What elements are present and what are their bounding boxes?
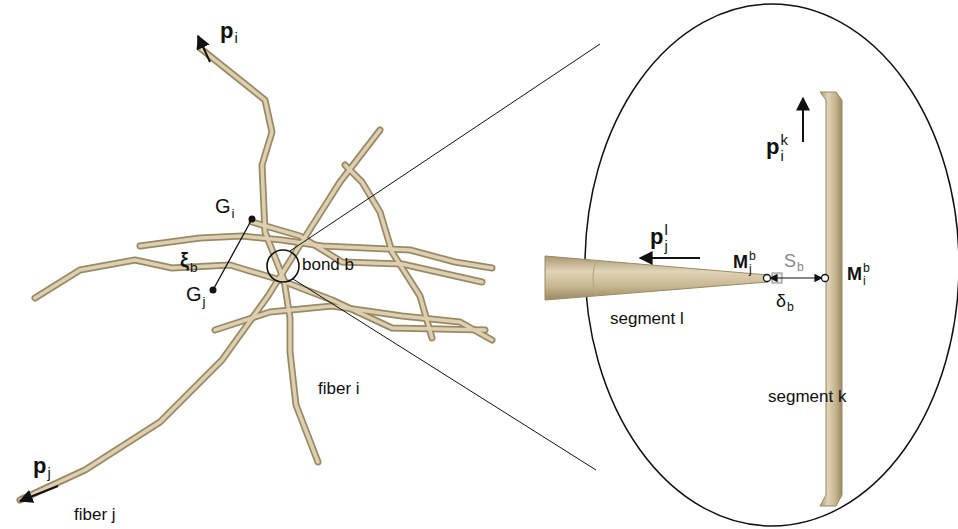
distance-label: δb: [776, 292, 794, 314]
vector-label: pi: [220, 20, 238, 46]
fiber-highlight: [215, 306, 492, 340]
orientation-arrow: [802, 98, 804, 142]
segment-label: segment k: [768, 388, 846, 405]
segment-l-joint: [593, 260, 596, 296]
fiber-network: [20, 48, 492, 500]
segment-label: segment l: [610, 310, 684, 327]
fiber-label: fiber i: [318, 380, 360, 397]
orientation-arrow: [20, 486, 58, 501]
fiber-highlight: [345, 165, 432, 338]
point-label: Mjb: [733, 250, 756, 276]
zoom-leader: [290, 44, 600, 251]
vector-label: ξb: [180, 250, 197, 274]
contact-point: [764, 275, 771, 282]
fiber-outline: [20, 130, 380, 500]
fiber-label: fiber j: [74, 506, 116, 523]
fiber-outline: [200, 48, 318, 462]
fiber-highlight: [20, 130, 380, 500]
contact-point: [822, 275, 829, 282]
vector-label: pjl: [650, 222, 668, 253]
fiber-highlight: [200, 48, 318, 462]
distance-arrow: [770, 277, 822, 278]
bond-label: bond b: [302, 256, 354, 273]
zoom-leader: [293, 279, 596, 470]
segment-k-tube: [820, 92, 842, 506]
bond-circle: [267, 250, 299, 282]
fiber-highlight: [252, 222, 482, 282]
orientation-arrow: [198, 36, 210, 62]
fiber-outline: [252, 222, 482, 282]
center-label: Gj: [186, 284, 206, 308]
surface-label: Sb: [784, 252, 804, 274]
center-dot: [210, 287, 217, 294]
point-label: Mib: [847, 262, 870, 288]
center-label: Gi: [215, 196, 235, 220]
xi-vector: [213, 219, 252, 290]
vector-label: pj: [33, 455, 51, 481]
center-dot: [249, 216, 256, 223]
vector-label: pik: [766, 132, 788, 163]
orientation-arrow: [640, 257, 700, 259]
